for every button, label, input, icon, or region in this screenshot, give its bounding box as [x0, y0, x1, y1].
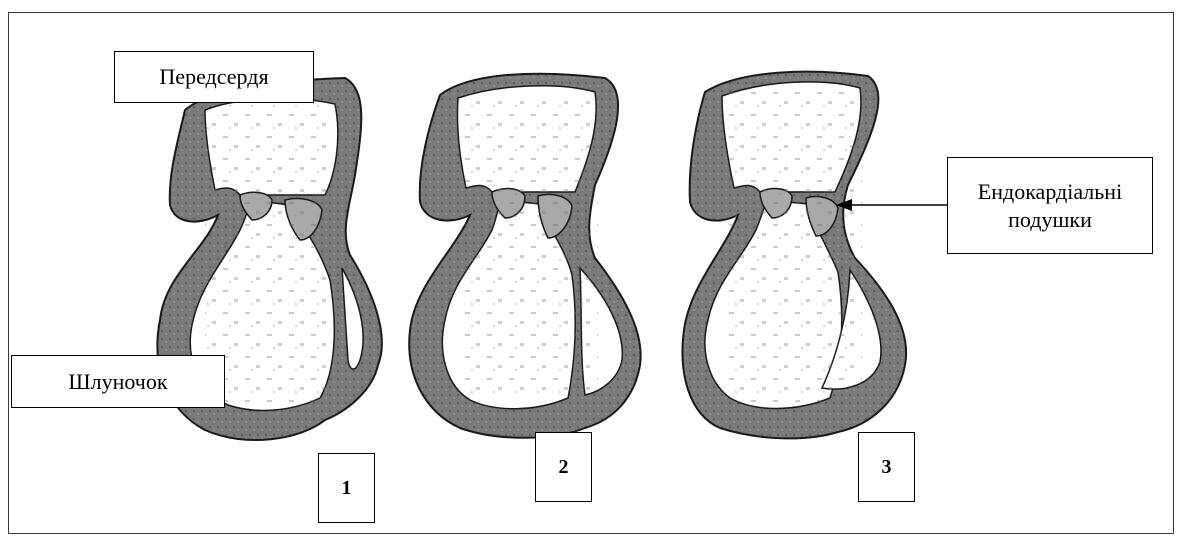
atrium-label: Передсердя: [114, 51, 314, 103]
endocardial-cushions-label: Ендокардіальні подушки: [947, 157, 1153, 254]
stage-number-2: 2: [535, 432, 592, 502]
heart-stage-3: [683, 72, 907, 439]
ventricle-label: Шлуночок: [11, 355, 225, 408]
stage-number-3: 3: [858, 432, 915, 502]
stage-number-1: 1: [318, 453, 375, 523]
heart-stage-2: [409, 74, 640, 438]
heart-2-speckle: [458, 95, 598, 400]
heart-3-speckle: [722, 92, 862, 402]
